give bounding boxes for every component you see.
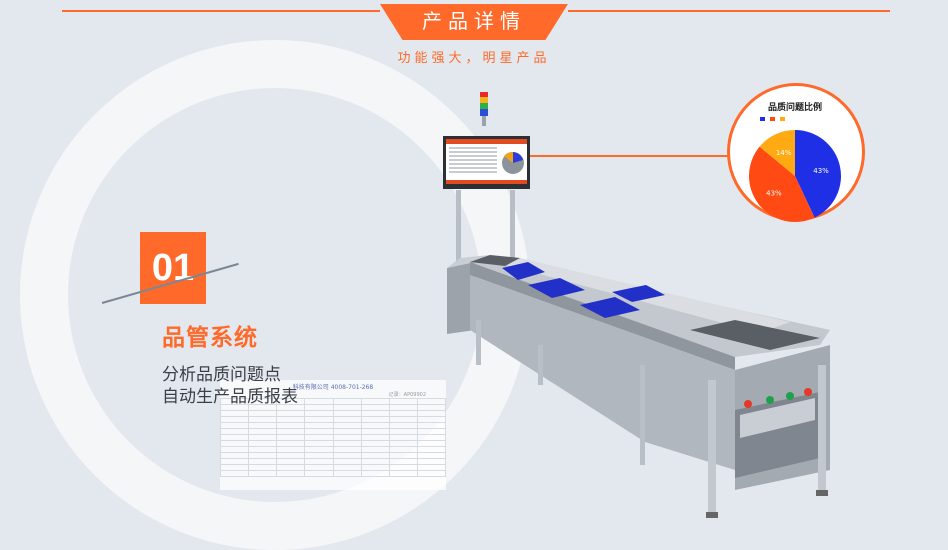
report-table bbox=[220, 398, 446, 477]
section-title: 品管系统 bbox=[162, 325, 258, 351]
legend-item-1 bbox=[760, 116, 766, 121]
legend-item-2 bbox=[770, 116, 776, 121]
pie-slice-3 bbox=[759, 130, 795, 176]
monitor bbox=[443, 136, 530, 189]
page-title: 产品详情 bbox=[422, 9, 526, 33]
pie-chart: 43% 43% 14% bbox=[749, 130, 841, 222]
signal-tower-icon bbox=[480, 92, 488, 126]
pie-slice-label-3: 14% bbox=[776, 149, 792, 157]
report-code: 记录：AP09902 bbox=[388, 392, 426, 398]
header-line-right bbox=[568, 10, 890, 12]
chart-title: 品质问题比例 bbox=[767, 103, 822, 113]
section-line-2: 自动生产品质报表 bbox=[162, 387, 298, 407]
chart-legend bbox=[760, 116, 850, 121]
header-banner bbox=[380, 4, 568, 40]
pie-slice-label-1: 43% bbox=[813, 167, 829, 175]
legend-item-3 bbox=[780, 116, 786, 121]
section-line-1: 分析品质问题点 bbox=[162, 365, 281, 385]
pie-slice-label-2: 43% bbox=[766, 189, 782, 197]
pie-slice-2 bbox=[749, 146, 815, 222]
pie-slice-1 bbox=[795, 130, 841, 218]
header-line-left bbox=[62, 10, 380, 12]
conveyor-machine-illustration bbox=[443, 92, 830, 518]
page-subtitle: 功能强大，明星产品 bbox=[397, 51, 551, 66]
report-sheet-image: 科技有限公司 4008-701-268 记录：AP09902 bbox=[220, 380, 446, 490]
callout-line bbox=[530, 155, 735, 157]
report-company: 科技有限公司 4008-701-268 bbox=[292, 384, 374, 391]
